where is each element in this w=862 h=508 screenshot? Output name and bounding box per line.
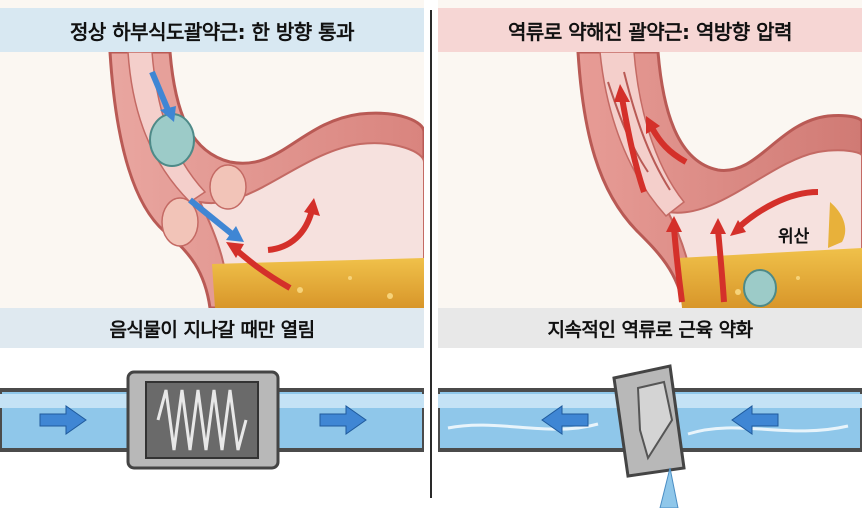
normal-sphincter-illustration — [0, 52, 424, 308]
acid-pool — [212, 258, 424, 308]
leak-drip-icon — [659, 467, 679, 508]
broken-valve-pipe-diagram — [438, 348, 862, 508]
right-panel-title: 역류로 약해진 괄약근: 역방향 압력 — [438, 8, 862, 52]
sphincter-muscle-right — [209, 164, 247, 210]
food-bolus — [743, 269, 777, 307]
flow-arrow-right-icon-2 — [319, 405, 367, 435]
flow-arrow-into-stomach-icon — [188, 197, 234, 237]
spring-icon — [156, 389, 248, 451]
reflux-arrow-diagonal-icon — [649, 126, 688, 165]
right-panel-subtitle: 지속적인 역류로 근육 약화 — [438, 308, 862, 348]
reflux-arrow-up-icon-3 — [715, 229, 727, 303]
check-valve-pipe-diagram — [0, 348, 424, 508]
reflux-arrow-up-icon-2 — [671, 227, 685, 303]
food-bolus — [149, 113, 195, 167]
reflux-arrow-left-icon — [735, 189, 819, 231]
right-panel: 역류로 약해진 괄약근: 역방향 압력 — [438, 0, 862, 508]
flow-arrow-left-icon-2 — [731, 405, 779, 435]
flow-arrow-left-icon — [541, 405, 589, 435]
broken-valve-flap — [636, 380, 674, 461]
sphincter-muscle-left — [161, 197, 199, 247]
flow-arrow-right-icon — [39, 405, 87, 435]
left-panel: 정상 하부식도괄약근: 한 방향 통과 — [0, 0, 424, 508]
weakened-sphincter-illustration — [438, 52, 862, 308]
stomach-acid-label: 위산 — [778, 227, 810, 247]
left-panel-title: 정상 하부식도괄약근: 한 방향 통과 — [0, 8, 424, 52]
flow-arrow-down-icon — [149, 70, 171, 112]
panel-divider — [428, 0, 434, 508]
reflux-arrow-up-icon — [619, 97, 647, 193]
left-panel-subtitle: 음식물이 지나갈 때만 열림 — [0, 308, 424, 348]
reflux-arrow-curl-icon — [267, 209, 315, 253]
